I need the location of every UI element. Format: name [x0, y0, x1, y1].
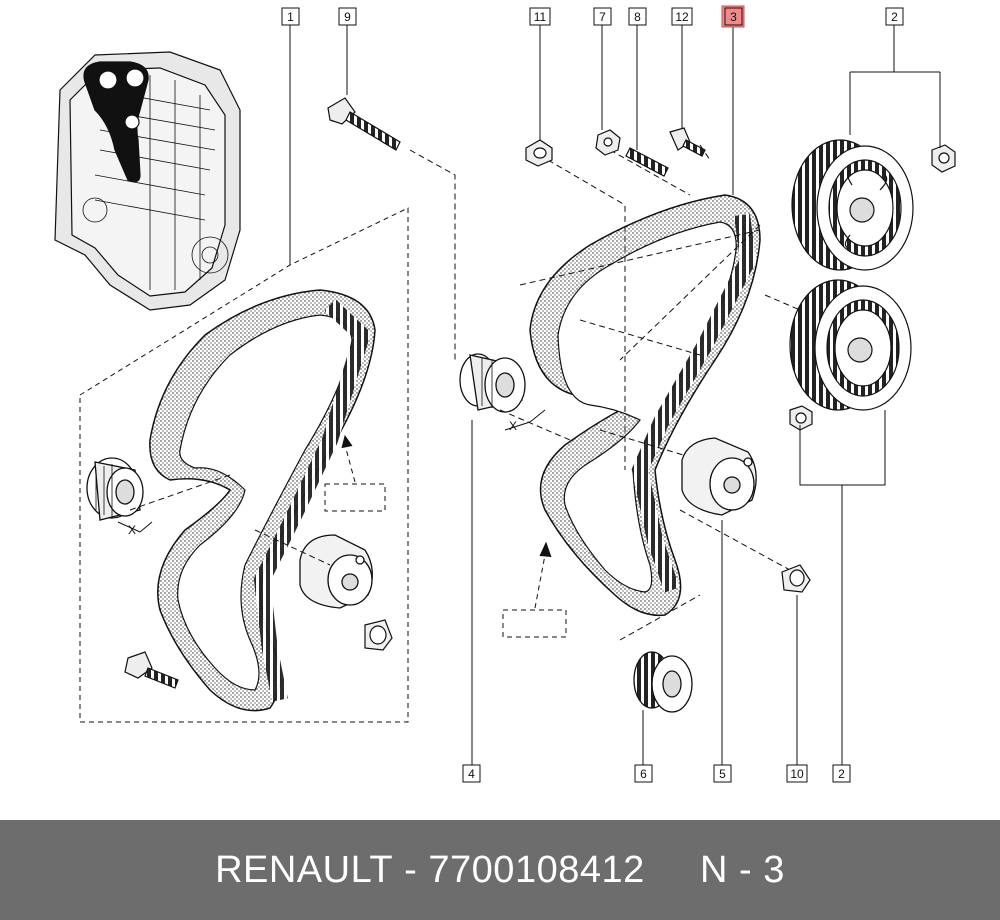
svg-text:4: 4 — [468, 767, 475, 781]
callout-10: 10 — [786, 764, 808, 783]
svg-text:1: 1 — [287, 10, 294, 24]
left-direction-arrowhead — [341, 434, 353, 449]
right-direction-arrow — [534, 554, 546, 609]
right-roller-axis — [499, 409, 571, 441]
svg-text:3: 3 — [730, 10, 737, 24]
part-11-nut — [525, 139, 553, 167]
callout-3-highlighted: 3 — [721, 5, 745, 28]
svg-text:6: 6 — [640, 767, 647, 781]
left-roller-axis — [129, 474, 231, 511]
left-dimension-mark: X — [128, 523, 136, 537]
part-8-stud — [625, 147, 669, 177]
svg-text:9: 9 — [344, 10, 351, 24]
part-6-crankshaft-sprocket — [633, 651, 693, 713]
part-5-tensioner-pulley — [681, 437, 757, 516]
left-direction-arrow — [344, 444, 356, 483]
bolt-9-axis — [409, 149, 456, 360]
leader-lines — [289, 24, 941, 765]
part-2-nut-upper — [931, 144, 956, 173]
svg-text:12: 12 — [675, 10, 689, 24]
svg-text:11: 11 — [534, 10, 547, 24]
left-dimension-arrow — [117, 521, 153, 533]
right-connection-lines — [519, 144, 801, 641]
callout-5: 5 — [713, 764, 732, 783]
left-direction-box — [324, 483, 386, 512]
part-3-timing-belt — [529, 194, 761, 617]
svg-text:7: 7 — [599, 10, 606, 24]
left-timing-belt — [149, 289, 376, 712]
callout-2-bottom: 2 — [832, 764, 851, 783]
part-4-idler-roller — [459, 353, 526, 413]
callout-1: 1 — [281, 7, 300, 26]
engine-block-illustration — [54, 51, 241, 311]
part-number: 7700108412 — [428, 848, 645, 891]
part-12-bolt — [669, 127, 706, 157]
callout-6: 6 — [634, 764, 653, 783]
left-tensioner-pulley — [299, 534, 373, 609]
timing-belt-exploded-diagram: X — [54, 5, 956, 783]
part-2-camshaft-sprocket-lower — [789, 279, 912, 411]
callout-12: 12 — [671, 7, 693, 26]
left-tensioner-axis — [254, 529, 331, 566]
callout-11: 11 — [529, 7, 551, 26]
svg-text:2: 2 — [838, 767, 845, 781]
brand-name: RENAULT — [215, 848, 394, 891]
right-dimension-mark: X — [509, 419, 517, 433]
part-10-nut — [789, 405, 813, 431]
part-7-nut — [595, 129, 621, 156]
callout-8: 8 — [628, 7, 647, 26]
right-direction-arrowhead — [539, 541, 552, 558]
left-idler-roller — [86, 457, 144, 521]
part-9-bolt — [327, 97, 401, 151]
svg-text:10: 10 — [790, 767, 804, 781]
left-bolt — [124, 651, 179, 689]
svg-text:5: 5 — [719, 767, 726, 781]
callout-7: 7 — [593, 7, 612, 26]
svg-text:2: 2 — [891, 10, 898, 24]
right-dimension-arrow — [504, 409, 546, 431]
right-direction-box — [502, 609, 567, 638]
diagram-reference: N - 3 — [700, 848, 785, 891]
part-10-tensioner-nut — [781, 564, 811, 593]
callout-2-top: 2 — [885, 7, 904, 26]
callout-9: 9 — [338, 7, 357, 26]
left-tensioner-nut — [364, 619, 393, 651]
callout-4: 4 — [462, 764, 481, 783]
svg-text:8: 8 — [634, 10, 641, 24]
part-info-footer: RENAULT - 7700108412 N - 3 — [0, 820, 1000, 920]
part-2-camshaft-sprocket-upper — [791, 139, 914, 271]
